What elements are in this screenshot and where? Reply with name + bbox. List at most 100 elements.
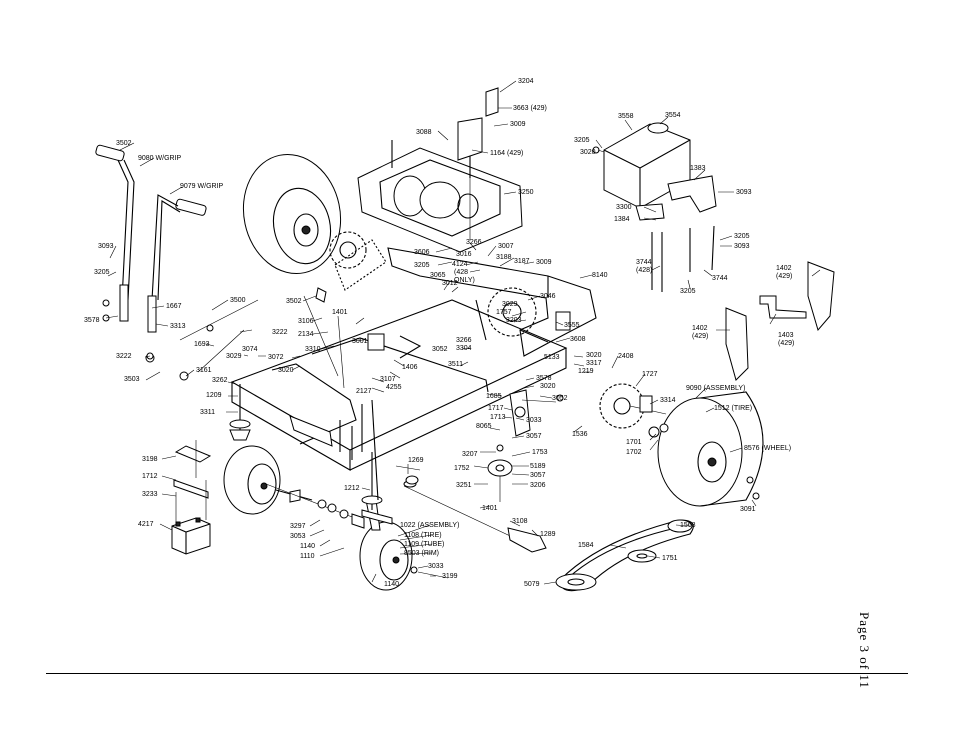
deck-bracket-right-part [725,261,835,381]
label-3020-d: 3020 [540,383,556,390]
label-1269: 1269 [408,457,424,464]
label-3198: 3198 [142,456,158,463]
label-1108: 1108 (TIRE) [404,532,442,539]
page-number: Page 3 of 11 [857,612,872,689]
part-labels: 3204 3663 (429) 3009 3088 1164 (429) 325… [84,78,794,588]
label-3262: 3262 [212,377,228,384]
label-4124: 4124 [452,261,468,268]
label-2134: 2134 [298,331,314,338]
label-3205-d: 3205 [94,269,110,276]
label-3300: 3300 [616,204,632,211]
label-1110: 1110 [300,553,315,560]
idler-pulley-part [487,444,513,502]
label-429-a: (429) [776,273,792,280]
main-frame-part [230,299,568,471]
label-3161: 3161 [196,367,212,374]
label-3502-b: 3502 [286,298,302,305]
label-8576: 8576 (WHEEL) [744,445,791,452]
label-3065: 3065 [430,272,446,279]
label-3222-a: 3222 [272,329,288,336]
label-3188: 3188 [496,254,512,261]
label-3093-c: 3093 [98,243,114,250]
label-3046: 3046 [540,293,556,300]
label-3057-b: 3057 [530,472,546,479]
label-3007: 3007 [498,243,514,250]
label-3251: 3251 [456,482,472,489]
label-3313-a: 3313 [170,323,186,330]
label-3250: 3250 [518,189,534,196]
label-3009-b: 3009 [536,259,552,266]
label-1727: 1727 [642,371,658,378]
label-5079: 5079 [524,581,540,588]
label-429-b: (429) [778,340,794,347]
label-1713: 1713 [490,414,506,421]
label-3503: 3503 [124,376,140,383]
label-428-a: (428) [636,267,652,274]
label-3206: 3206 [530,482,546,489]
label-1757: 1757 [496,309,512,316]
label-3555: 3555 [564,322,580,329]
label-1212: 1212 [344,485,360,492]
label-3072: 3072 [268,354,284,361]
hub-parts-part [648,423,760,500]
label-3554: 3554 [665,112,681,119]
front-spindle-part [229,384,251,441]
label-1140-b: 1140 [384,581,399,588]
label-3107: 3107 [380,376,396,383]
label-5189: 5189 [530,463,546,470]
label-3222-b: 3222 [116,353,132,360]
label-3207: 3207 [462,451,478,458]
label-2408: 2408 [618,353,634,360]
front-axle-part [265,483,365,529]
label-3744-a: 3744 [636,259,652,266]
label-5133: 5133 [544,354,560,361]
label-1403: 1403 [778,332,794,339]
label-1164: 1164 (429) [490,150,523,157]
label-3744-b: 3744 [712,275,728,282]
label-3608: 3608 [570,336,586,343]
label-1702: 1702 [626,449,642,456]
linkage-rods-part [146,287,385,389]
label-3578-a: 3578 [84,317,100,324]
label-3033-b: 3033 [428,563,444,570]
label-3012: 3012 [442,280,458,287]
label-8140: 8140 [592,272,608,279]
label-3091: 3091 [740,506,756,513]
label-3016: 3016 [456,251,472,258]
label-3057-a: 3057 [526,433,542,440]
label-3314: 3314 [660,397,676,404]
steering-shaft-part [371,399,421,501]
label-3205-b: 3205 [734,233,750,240]
label-1584: 1584 [578,542,594,549]
label-3266: 3266 [466,239,482,246]
label-1383: 1383 [690,165,706,172]
label-1568: 1568 [680,522,696,529]
label-9079: 9079 W/GRIP [180,183,224,190]
label-3578-b: 3578 [536,375,552,382]
label-1752: 1752 [454,465,470,472]
label-3317: 3317 [586,360,602,367]
sprocket-right-part [599,383,667,429]
front-wheel-left-part [223,445,313,515]
label-428-b: (428 [454,269,468,276]
idler-arm-part [509,389,564,437]
sprocket-left-part [329,231,387,291]
battery-part [171,517,211,555]
label-1402-b: 1402 [692,325,708,332]
label-3108: 3108 [512,518,528,525]
label-1712: 1712 [142,473,158,480]
label-3297: 3297 [290,523,306,530]
handle-bracket-part [102,284,157,363]
battery-bracket-part [173,440,212,524]
label-3311: 3311 [200,409,215,416]
label-3106: 3106 [298,318,314,325]
rear-tire-right-part [657,391,764,507]
leader-lines [105,80,821,585]
label-3001: 3001 [352,338,368,345]
label-1219: 1219 [578,368,594,375]
label-3053: 3053 [290,533,306,540]
label-3093-a: 3093 [736,189,752,196]
label-only: ONLY) [454,277,475,284]
label-429-c: (429) [692,333,708,340]
